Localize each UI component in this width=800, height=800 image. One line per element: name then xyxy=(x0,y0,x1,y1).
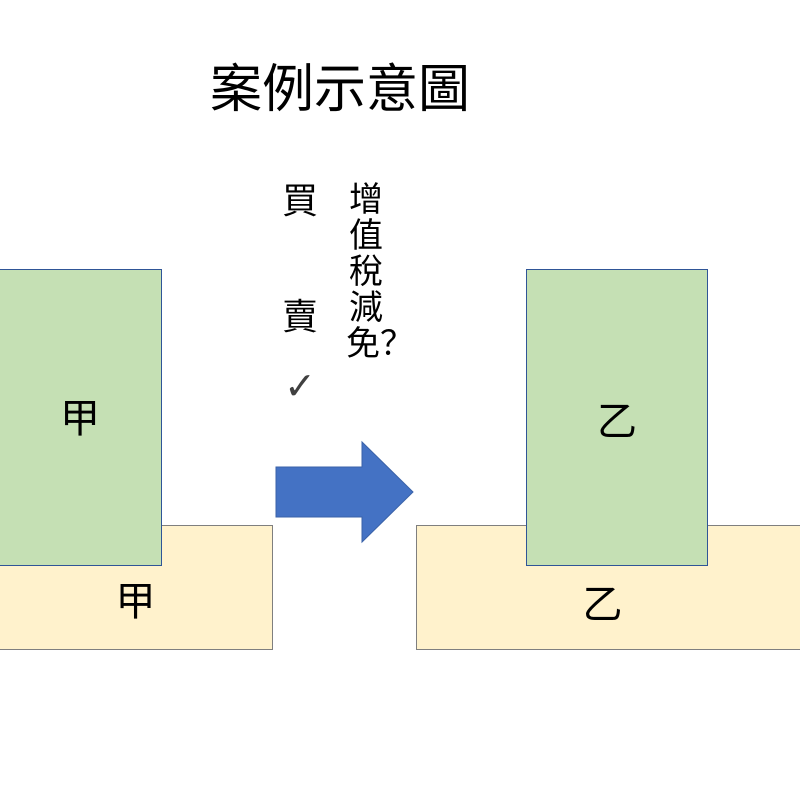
tax-relief-question: 增值稅減免？ xyxy=(346,180,414,364)
check-icon: ✓ xyxy=(284,364,316,408)
left-building-label: 甲 xyxy=(60,396,100,442)
left-building-block: 甲 xyxy=(0,269,162,566)
right-arrow-shape xyxy=(275,440,414,544)
right-arrow-icon xyxy=(275,440,414,544)
right-building-block: 乙 xyxy=(526,269,708,566)
sell-label: 賣 xyxy=(281,297,318,338)
buy-label: 買 xyxy=(281,181,318,222)
right-land-label: 乙 xyxy=(582,582,623,628)
right-building-label: 乙 xyxy=(597,399,637,445)
left-land-label: 甲 xyxy=(115,579,156,625)
diagram-title: 案例示意圖 xyxy=(209,60,470,120)
